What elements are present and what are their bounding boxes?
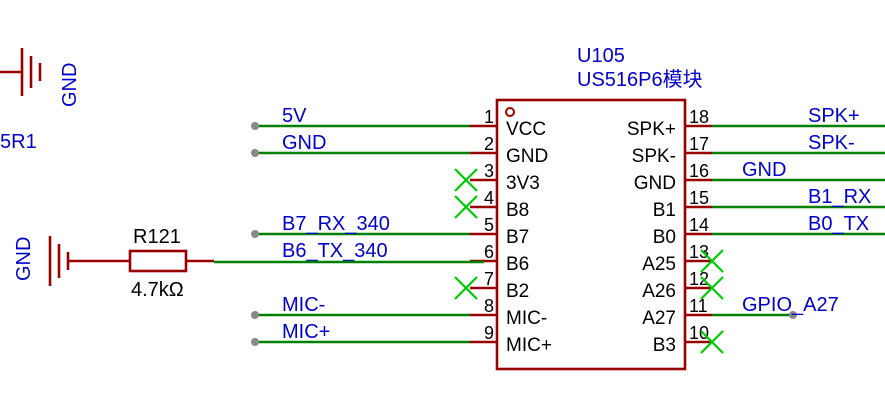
- no-connect-pin-3: [454, 168, 478, 192]
- pin-number-17: 17: [689, 134, 709, 154]
- pin-name-gnd: GND: [506, 146, 548, 167]
- pin-name-3v3: 3V3: [506, 173, 540, 194]
- pin-name-b6: B6: [506, 254, 529, 275]
- pin-number-15: 15: [689, 188, 709, 208]
- no-connect-pin-7: [454, 276, 478, 300]
- pin-number-11: 11: [689, 296, 708, 316]
- pin-number-8: 8: [484, 296, 494, 316]
- pin-name-b8: B8: [506, 200, 529, 221]
- partial-ref-label: 5R1: [0, 131, 37, 153]
- ground-top-label: GND: [59, 63, 81, 107]
- net-label-b1-rx: B1_RX: [808, 186, 871, 208]
- pin-number-9: 9: [484, 323, 494, 343]
- u105-ref: U105: [577, 45, 625, 67]
- no-connect-pin-12: [700, 276, 724, 300]
- pin-number-10: 10: [689, 323, 709, 343]
- ground-symbol-left: GND: [13, 236, 100, 286]
- pin1-marker: [505, 107, 515, 117]
- ground-symbol-top: GND: [0, 48, 81, 107]
- ground-left-label: GND: [13, 237, 35, 281]
- net-label-spk: SPK+: [808, 105, 860, 127]
- pin-name-gnd: GND: [634, 173, 676, 194]
- pin-number-1: 1: [484, 107, 494, 127]
- pin-number-12: 12: [689, 269, 709, 289]
- net-label-b7-rx-340: B7_RX_340: [282, 213, 390, 235]
- pin-number-7: 7: [484, 269, 494, 289]
- net-endpoint-dot: [251, 149, 259, 157]
- pin-number-4: 4: [484, 188, 494, 208]
- pin-name-a25: A25: [642, 254, 676, 275]
- net-label-5v: 5V: [282, 105, 307, 127]
- no-connect-pin-13: [700, 249, 724, 273]
- pin-name-spk: SPK-: [632, 146, 676, 167]
- pin-number-16: 16: [689, 161, 709, 181]
- resistor-r121: R121 4.7kΩ: [100, 226, 214, 301]
- pin-name-a27: A27: [642, 308, 676, 329]
- net-label-b6-tx-340: B6_TX_340: [282, 240, 388, 262]
- pin-name-b0: B0: [653, 227, 676, 248]
- pin-number-2: 2: [484, 134, 494, 154]
- net-endpoint-dot: [251, 230, 259, 238]
- pin-number-13: 13: [689, 242, 709, 262]
- net-endpoint-dot: [251, 338, 259, 346]
- resistor-ref: R121: [133, 226, 181, 248]
- no-connect-pin-10: [700, 330, 724, 354]
- net-label-gnd: GND: [742, 159, 786, 181]
- pin-number-3: 3: [484, 161, 494, 181]
- pin-name-b1: B1: [653, 200, 676, 221]
- net-label-spk: SPK-: [808, 132, 855, 154]
- pin-number-14: 14: [689, 215, 709, 235]
- net-label-gnd: GND: [282, 132, 326, 154]
- pin-name-b7: B7: [506, 227, 529, 248]
- no-connect-pin-4: [454, 195, 478, 219]
- wires-layer: [251, 122, 885, 346]
- resistor-value: 4.7kΩ: [131, 279, 184, 301]
- pin-number-18: 18: [689, 107, 709, 127]
- pin-name-mic: MIC+: [506, 335, 552, 356]
- pin-name-mic: MIC-: [506, 308, 547, 329]
- net-label-mic: MIC-: [282, 294, 325, 316]
- pin-name-b3: B3: [653, 335, 676, 356]
- net-endpoint-dot: [251, 311, 259, 319]
- u105-value: US516P6模块: [577, 68, 703, 91]
- net-label-b0-tx: B0_TX: [808, 213, 869, 235]
- pin-name-vcc: VCC: [506, 119, 546, 140]
- net-label-mic: MIC+: [282, 321, 330, 343]
- pin-number-5: 5: [484, 215, 494, 235]
- net-endpoint-dot: [251, 122, 259, 130]
- pin-name-b2: B2: [506, 281, 529, 302]
- pin-name-a26: A26: [642, 281, 676, 302]
- net-endpoint-dot: [789, 311, 797, 319]
- pin-name-spk: SPK+: [627, 119, 676, 140]
- pin-number-6: 6: [484, 242, 494, 262]
- net-label-gpio-a27: GPIO_A27: [742, 294, 839, 316]
